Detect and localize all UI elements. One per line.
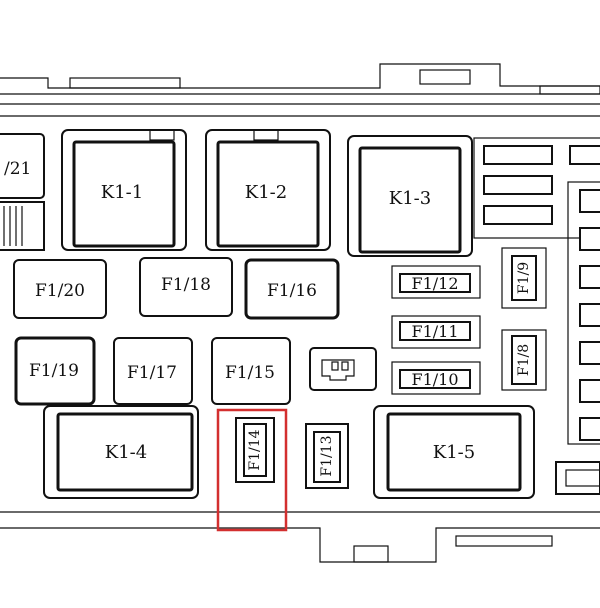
fuse-f1-16-label: F1/16 (267, 281, 317, 301)
fuse-f1-19-label: F1/19 (29, 361, 79, 381)
housing-outline (0, 63, 600, 563)
relay-k1-2: K1-2 (205, 129, 331, 251)
fuse-f1-18: F1/18 (139, 257, 233, 317)
fuse-f1-9: F1/9 (501, 247, 547, 309)
fuse-f1-13: F1/13 (305, 423, 349, 489)
relay-k1-4: K1-4 (43, 405, 199, 499)
fuse-f1-20: F1/20 (13, 259, 107, 319)
fuse-f1-15-label: F1/15 (225, 363, 275, 383)
fuse-f1-21-label: /21 (4, 159, 31, 179)
fuse-f1-10-label: F1/10 (411, 370, 458, 389)
fuse-f1-12-label: F1/12 (411, 274, 458, 293)
fuse-f1-21: /21 (0, 133, 45, 251)
fuse-column-right (555, 181, 600, 495)
fuse-f1-20-label: F1/20 (35, 281, 85, 301)
fuse-f1-18-label: F1/18 (161, 275, 211, 295)
fuse-f1-16: F1/16 (244, 258, 340, 320)
relay-k1-5: K1-5 (373, 405, 535, 499)
relay-k1-5-label: K1-5 (433, 442, 475, 463)
fuse-f1-8: F1/8 (501, 329, 547, 391)
fuse-f1-19: F1/19 (14, 336, 96, 406)
relay-k1-4-label: K1-4 (105, 442, 147, 463)
relay-k1-1-label: K1-1 (101, 182, 143, 203)
fuse-f1-12: F1/12 (391, 265, 481, 299)
fuse-f1-17: F1/17 (113, 337, 193, 405)
fuse-f1-11: F1/11 (391, 315, 481, 349)
connector-socket (309, 347, 377, 391)
fuse-f1-14-label: F1/14 (247, 429, 263, 470)
relay-k1-2-label: K1-2 (245, 182, 287, 203)
highlight-box (216, 408, 288, 532)
fuse-f1-8-label: F1/8 (516, 344, 532, 376)
relay-k1-1: K1-1 (61, 129, 187, 251)
fuse-f1-13-label: F1/13 (319, 435, 335, 476)
relay-k1-3-label: K1-3 (389, 188, 431, 209)
fuse-f1-9-label: F1/9 (516, 262, 532, 294)
fuse-f1-15: F1/15 (211, 337, 291, 405)
fuse-f1-11-label: F1/11 (411, 322, 458, 341)
mini-fuse-slots-top-right (473, 137, 600, 239)
fuse-f1-17-label: F1/17 (127, 363, 177, 383)
fuse-f1-10: F1/10 (391, 361, 481, 395)
relay-k1-3: K1-3 (347, 135, 473, 257)
fuse-f1-14: F1/14 (235, 417, 275, 483)
